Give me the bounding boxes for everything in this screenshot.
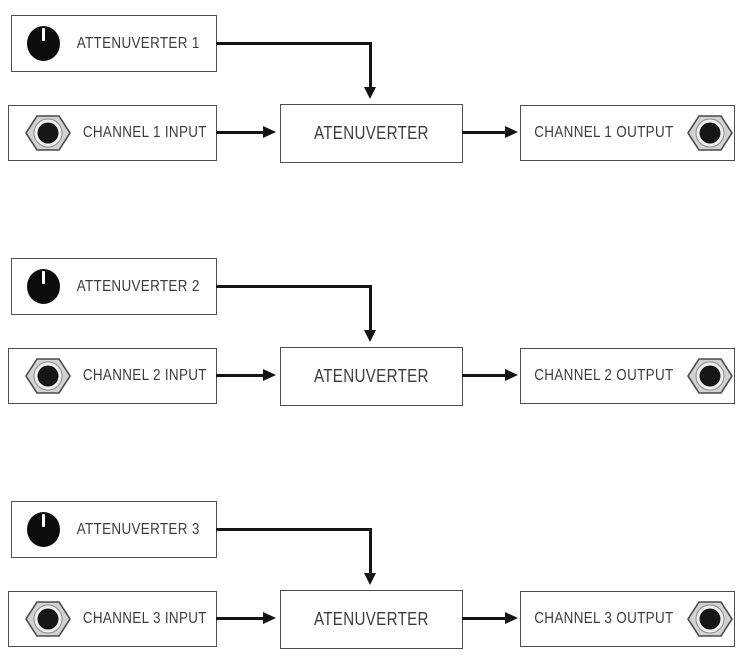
- channel-1-diagram-row: ATTENUVERTER 1 CHANNEL 1 INPUT ATENUVERT…: [0, 0, 737, 170]
- arrowhead-right-icon: [263, 369, 276, 381]
- arrowhead-right-icon: [505, 126, 518, 138]
- channel-2-output-box: CHANNEL 2 OUTPUT: [520, 348, 735, 404]
- channel-3-attenuverter-knob-box: ATTENUVERTER 3: [11, 501, 217, 558]
- channel-2-diagram-row: ATTENUVERTER 2 CHANNEL 2 INPUT ATENUVERT…: [0, 243, 737, 413]
- channel-3-output-box: CHANNEL 3 OUTPUT: [520, 591, 735, 647]
- channel-2-attenuverter-process-box: ATENUVERTER: [280, 347, 463, 406]
- knob-to-process-connector-vertical: [369, 42, 372, 87]
- input-box-label: CHANNEL 2 INPUT: [82, 367, 207, 384]
- knob-box-label: ATTENUVERTER 2: [76, 277, 200, 295]
- output-box-label-area: CHANNEL 2 OUTPUT: [521, 367, 687, 385]
- channel-2-input-box: CHANNEL 2 INPUT: [8, 348, 217, 404]
- arrowhead-down-icon: [364, 330, 376, 342]
- input-box-label-area: CHANNEL 1 INPUT: [71, 124, 219, 142]
- jack-socket-icon: [686, 601, 733, 637]
- jack-socket-icon: [25, 358, 71, 394]
- input-to-process-connector: [216, 617, 263, 620]
- knob-box-label-area: ATTENUVERTER 3: [60, 521, 216, 539]
- input-box-label: CHANNEL 3 INPUT: [82, 610, 207, 627]
- knob-indicator: [42, 28, 45, 41]
- knob-box-label-area: ATTENUVERTER 1: [60, 35, 216, 53]
- jack-socket-icon: [25, 115, 71, 151]
- knob-box-label: ATTENUVERTER 1: [76, 34, 200, 52]
- knob-to-process-connector: [216, 528, 372, 531]
- knob-to-process-connector: [216, 285, 372, 288]
- knob-to-process-connector-vertical: [369, 528, 372, 573]
- input-to-process-connector: [216, 374, 263, 377]
- output-box-label-area: CHANNEL 3 OUTPUT: [521, 610, 687, 628]
- channel-1-input-box: CHANNEL 1 INPUT: [8, 105, 217, 161]
- knob-indicator: [42, 514, 45, 527]
- arrowhead-right-icon: [505, 369, 518, 381]
- knob-box-label-area: ATTENUVERTER 2: [60, 278, 216, 296]
- channel-1-attenuverter-process-box: ATENUVERTER: [280, 104, 463, 163]
- knob-indicator: [42, 271, 45, 284]
- process-to-output-connector: [462, 131, 505, 134]
- process-to-output-connector: [462, 617, 505, 620]
- jack-socket-icon: [686, 115, 733, 151]
- channel-1-attenuverter-knob-box: ATTENUVERTER 1: [11, 15, 217, 72]
- knob-icon: [27, 269, 60, 304]
- process-box-label: ATENUVERTER: [314, 609, 429, 629]
- process-to-output-connector: [462, 374, 505, 377]
- input-box-label-area: CHANNEL 3 INPUT: [71, 610, 219, 628]
- arrowhead-down-icon: [364, 573, 376, 585]
- arrowhead-down-icon: [364, 87, 376, 99]
- knob-to-process-connector: [216, 42, 372, 45]
- input-box-label: CHANNEL 1 INPUT: [82, 124, 207, 141]
- output-box-label: CHANNEL 2 OUTPUT: [534, 367, 674, 384]
- channel-3-attenuverter-process-box: ATENUVERTER: [280, 590, 463, 649]
- output-box-label-area: CHANNEL 1 OUTPUT: [521, 124, 687, 142]
- process-box-label: ATENUVERTER: [314, 123, 429, 143]
- input-to-process-connector: [216, 131, 263, 134]
- knob-icon: [27, 26, 60, 61]
- input-box-label-area: CHANNEL 2 INPUT: [71, 367, 219, 385]
- arrowhead-right-icon: [263, 612, 276, 624]
- output-box-label: CHANNEL 3 OUTPUT: [534, 610, 674, 627]
- jack-socket-icon: [25, 601, 71, 637]
- channel-2-attenuverter-knob-box: ATTENUVERTER 2: [11, 258, 217, 315]
- process-box-label: ATENUVERTER: [314, 366, 429, 386]
- channel-3-diagram-row: ATTENUVERTER 3 CHANNEL 3 INPUT ATENUVERT…: [0, 486, 737, 656]
- knob-to-process-connector-vertical: [369, 285, 372, 330]
- channel-1-output-box: CHANNEL 1 OUTPUT: [520, 105, 735, 161]
- channel-3-input-box: CHANNEL 3 INPUT: [8, 591, 217, 647]
- knob-box-label: ATTENUVERTER 3: [76, 520, 200, 538]
- knob-icon: [27, 512, 60, 547]
- jack-socket-icon: [686, 358, 733, 394]
- output-box-label: CHANNEL 1 OUTPUT: [534, 124, 674, 141]
- arrowhead-right-icon: [505, 612, 518, 624]
- arrowhead-right-icon: [263, 126, 276, 138]
